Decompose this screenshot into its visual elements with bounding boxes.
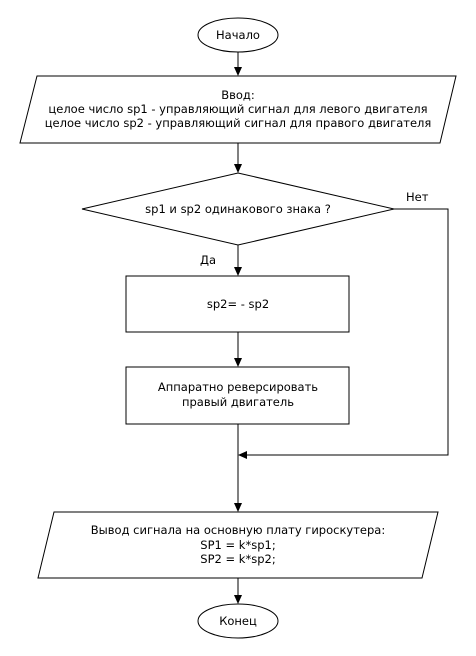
output-node: Вывод сигнала на основную плату гироскут…	[37, 511, 439, 579]
connector-output-end	[234, 578, 242, 604]
arrowhead	[234, 67, 242, 76]
output-line-1: Вывод сигнала на основную плату гироскут…	[91, 523, 385, 537]
arrowhead	[234, 595, 242, 604]
connector-input-decision	[234, 143, 242, 173]
arrowhead	[234, 267, 242, 276]
reverse-node: Аппаратно реверсировать правый двигатель	[125, 366, 350, 425]
reverse-line-2: правый двигатель	[182, 395, 294, 409]
negate-node: sp2= - sp2	[125, 275, 350, 333]
start-node: Начало	[197, 17, 279, 53]
yes-label: Да	[200, 253, 216, 267]
output-line-2: SP1 = k*sp1;	[200, 538, 275, 552]
connector-start-input	[234, 52, 242, 76]
connector-decision-negate	[234, 245, 242, 276]
arrowhead	[238, 451, 247, 459]
reverse-line-1: Аппаратно реверсировать	[158, 380, 318, 394]
input-node: Ввод: целое число sp1 - управляющий сигн…	[19, 75, 457, 144]
arrowhead	[234, 164, 242, 173]
input-line-3: целое число sp2 - управляющий сигнал для…	[45, 116, 432, 130]
output-line-3: SP2 = k*sp2;	[200, 552, 275, 566]
decision-label: sp1 и sp2 одинакового знака ?	[145, 202, 331, 216]
connector-no-branch	[238, 208, 449, 459]
connector-negate-reverse	[234, 332, 242, 367]
end-label: Конец	[219, 614, 257, 628]
negate-label: sp2= - sp2	[207, 297, 269, 311]
input-line-2: целое число sp1 - управляющий сигнал для…	[48, 102, 427, 116]
connector-reverse-output	[234, 424, 242, 512]
input-line-1: Ввод:	[221, 88, 255, 102]
end-node: Конец	[197, 603, 279, 639]
start-label: Начало	[216, 28, 260, 42]
arrowhead	[234, 503, 242, 512]
no-label: Нет	[406, 190, 429, 204]
arrowhead	[234, 358, 242, 367]
decision-node: sp1 и sp2 одинакового знака ?	[81, 172, 395, 246]
